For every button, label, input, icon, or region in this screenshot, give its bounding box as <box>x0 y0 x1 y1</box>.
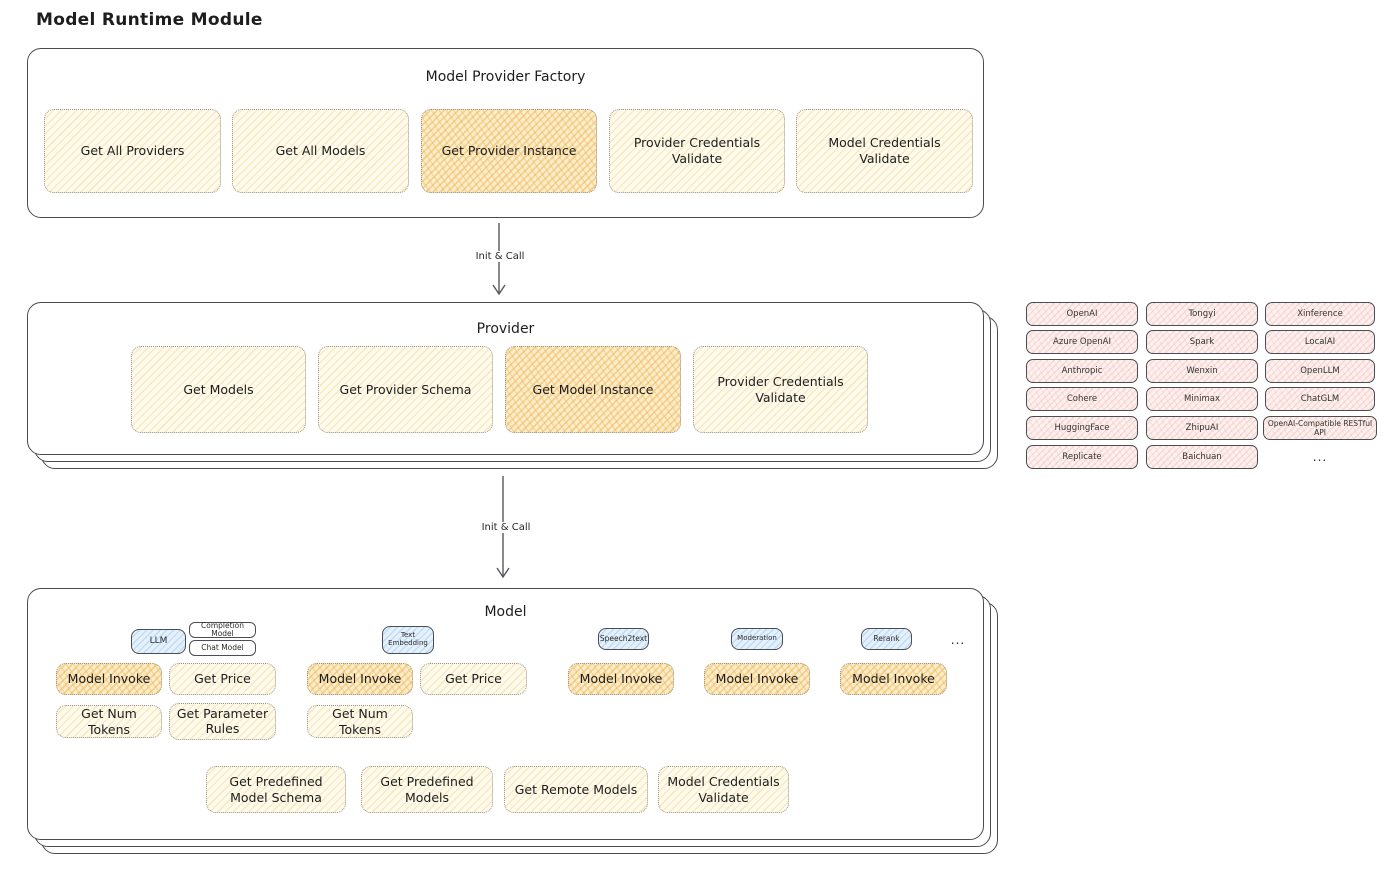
provider-title: Provider <box>476 321 535 337</box>
pill-moderation: Moderation <box>731 628 783 650</box>
chip-xinference: Xinference <box>1265 302 1375 326</box>
pill-chat-model: Chat Model <box>189 640 256 656</box>
chip-openllm: OpenLLM <box>1265 359 1375 383</box>
node-model-invoke-text-embedding: Model Invoke <box>307 663 413 695</box>
factory-frame: Model Provider Factory Get All Providers… <box>27 48 984 218</box>
chip-openai: OpenAI <box>1026 302 1138 326</box>
chip-cohere: Cohere <box>1026 387 1138 411</box>
node-get-remote-models: Get Remote Models <box>504 766 648 813</box>
page-title: Model Runtime Module <box>36 10 263 30</box>
chip-huggingface: HuggingFace <box>1026 416 1138 440</box>
chip-azure-openai: Azure OpenAI <box>1026 330 1138 354</box>
node-get-parameter-rules: Get Parameter Rules <box>169 703 276 740</box>
chip-zhipuai: ZhipuAI <box>1146 416 1258 440</box>
node-get-price-text-embedding: Get Price <box>420 663 527 695</box>
node-model-credentials-validate: Model Credentials Validate <box>658 766 789 813</box>
init-call-label-2: Init & Call <box>458 522 554 533</box>
model-types-more-ellipsis: ... <box>950 633 966 647</box>
chip-replicate: Replicate <box>1026 445 1138 469</box>
provider-frame: Provider Get Models Get Provider Schema … <box>27 302 984 455</box>
node-model-invoke-moderation: Model Invoke <box>704 663 810 695</box>
chip-anthropic: Anthropic <box>1026 359 1138 383</box>
init-call-label-1: Init & Call <box>452 251 548 262</box>
pill-rerank: Rerank <box>861 628 912 650</box>
chip-chatglm: ChatGLM <box>1265 387 1375 411</box>
chip-wenxin: Wenxin <box>1146 359 1258 383</box>
node-model-invoke-llm: Model Invoke <box>56 663 162 695</box>
model-title: Model <box>484 604 527 620</box>
node-get-all-models: Get All Models <box>232 109 409 193</box>
chip-openai-compatible-restful-api: OpenAI-Compatible RESTful API <box>1263 416 1377 440</box>
factory-title: Model Provider Factory <box>425 69 586 85</box>
node-model-invoke-rerank: Model Invoke <box>840 663 947 695</box>
node-get-num-tokens-text-embedding: Get Num Tokens <box>307 705 413 738</box>
node-get-models: Get Models <box>131 346 306 433</box>
node-get-num-tokens-llm: Get Num Tokens <box>56 705 162 738</box>
pill-completion-model: Completion Model <box>189 621 256 638</box>
chip-tongyi: Tongyi <box>1146 302 1258 326</box>
node-provider-credentials-validate-factory: Provider Credentials Validate <box>609 109 785 193</box>
node-get-all-providers: Get All Providers <box>44 109 221 193</box>
pill-speech2text: Speech2text <box>598 628 649 650</box>
model-frame: Model LLM Completion Model Chat Model Te… <box>27 588 984 840</box>
node-get-provider-instance: Get Provider Instance <box>421 109 597 193</box>
node-get-predefined-model-schema: Get Predefined Model Schema <box>206 766 346 813</box>
node-model-invoke-speech2text: Model Invoke <box>568 663 674 695</box>
node-get-model-instance: Get Model Instance <box>505 346 681 433</box>
chip-spark: Spark <box>1146 330 1258 354</box>
node-get-provider-schema: Get Provider Schema <box>318 346 493 433</box>
providers-more-ellipsis: ... <box>1312 450 1328 464</box>
pill-text-embedding: Text Embedding <box>382 626 434 654</box>
node-get-predefined-models: Get Predefined Models <box>361 766 493 813</box>
pill-llm: LLM <box>131 629 186 654</box>
node-model-credentials-validate-factory: Model Credentials Validate <box>796 109 973 193</box>
chip-minimax: Minimax <box>1146 387 1258 411</box>
chip-baichuan: Baichuan <box>1146 445 1258 469</box>
chip-localai: LocalAI <box>1265 330 1375 354</box>
node-get-price-llm: Get Price <box>169 663 276 695</box>
node-provider-credentials-validate: Provider Credentials Validate <box>693 346 868 433</box>
